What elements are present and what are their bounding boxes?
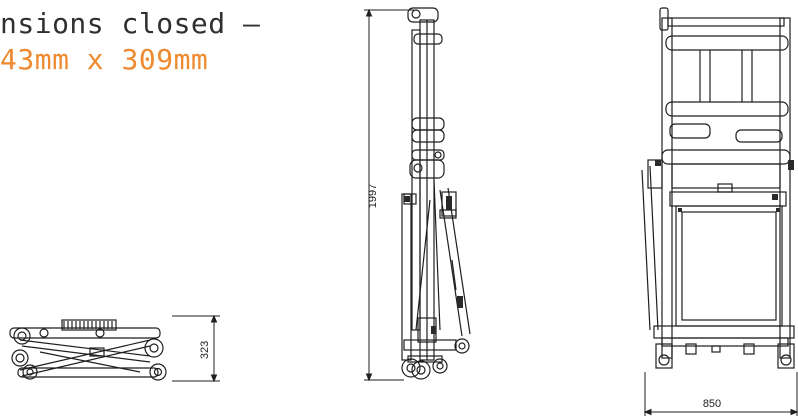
front-view-drawing — [641, 7, 795, 369]
heading: nsions closed – 43mm x 309mm — [0, 6, 260, 78]
base-width-dimension — [643, 372, 798, 416]
full-height-label: 1997 — [367, 184, 379, 208]
heading-line-1: nsions closed – — [0, 7, 261, 40]
folded-height-dimension — [172, 314, 220, 383]
front-view-dark-details — [655, 160, 794, 212]
folded-height-label: 323 — [199, 341, 211, 359]
folded-lift-drawing — [9, 319, 167, 381]
full-height-dimension — [364, 8, 414, 382]
base-width-label: 850 — [703, 398, 721, 410]
side-view-dark-details — [404, 196, 463, 334]
side-view-drawing — [401, 7, 471, 380]
heading-line-2: 43mm x 309mm — [0, 43, 209, 76]
